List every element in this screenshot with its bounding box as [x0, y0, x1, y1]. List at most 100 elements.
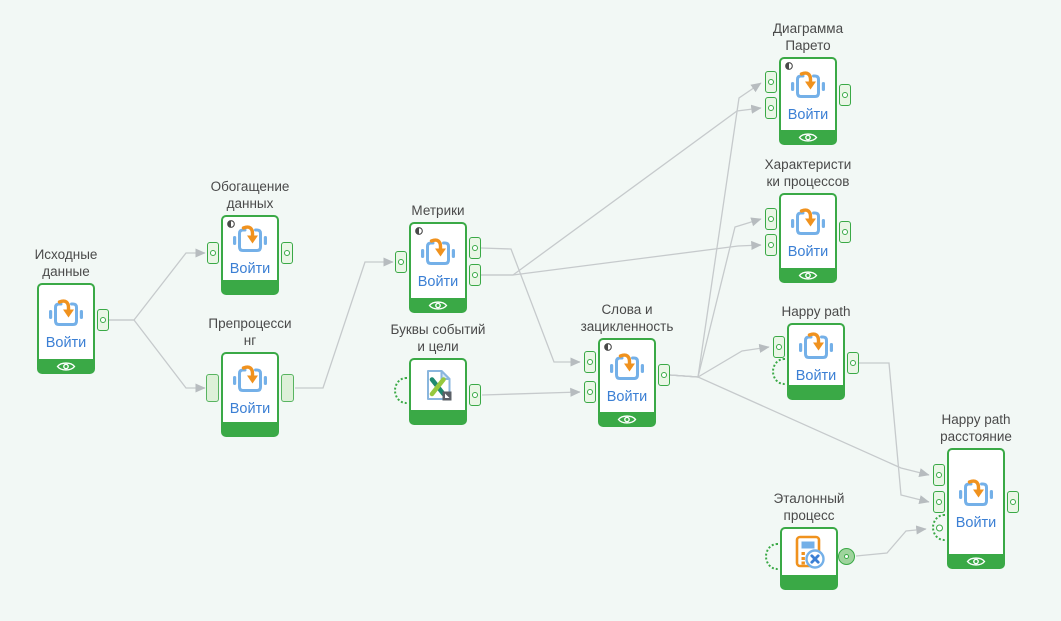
node-card[interactable]: Войти: [409, 222, 467, 313]
visibility-eye-icon[interactable]: [798, 132, 818, 143]
port-dot: [472, 392, 478, 398]
node-body: Войти: [790, 326, 842, 384]
node-footer: [410, 410, 466, 424]
node-body: [783, 530, 835, 574]
node-body: Войти: [950, 451, 1002, 553]
port-dot: [768, 79, 774, 85]
output-port[interactable]: [469, 237, 481, 259]
node-process-characteristics[interactable]: Характеристи ки процессов Войти: [765, 157, 851, 283]
node-body: Войти: [782, 196, 834, 267]
node-label: Happy path расстояние: [940, 412, 1012, 444]
port-dot: [210, 250, 216, 256]
node-action-label: Войти: [45, 334, 87, 351]
login-enter-icon: [956, 474, 996, 514]
node-card[interactable]: Войти: [37, 283, 95, 374]
node-reference-process[interactable]: Эталонный процесс: [765, 491, 855, 590]
node-event-letters[interactable]: Буквы событий и цели: [391, 322, 485, 425]
login-enter-icon: [796, 327, 836, 367]
output-port[interactable]: [839, 221, 851, 243]
dashed-arc-ring: [932, 514, 945, 541]
output-port[interactable]: [658, 364, 670, 386]
visibility-eye-icon[interactable]: [428, 300, 448, 311]
input-port[interactable]: [933, 464, 945, 486]
excel-file-icon: [418, 365, 458, 405]
dashed-arc-input-port[interactable]: [931, 513, 945, 543]
output-port[interactable]: [97, 309, 109, 331]
node-card[interactable]: Войти: [221, 352, 279, 437]
input-port[interactable]: [765, 97, 777, 119]
input-port[interactable]: [773, 336, 785, 358]
visibility-eye-icon[interactable]: [798, 270, 818, 281]
half-circle-state-icon: [604, 343, 612, 351]
edge-metrics--words-loops: [480, 247, 581, 367]
node-source-data[interactable]: Исходные данные Войти: [35, 247, 109, 374]
port-dot: [842, 229, 848, 235]
port-dot: [843, 553, 849, 559]
dashed-arc-input-port[interactable]: [771, 357, 785, 387]
node-card[interactable]: [780, 527, 838, 590]
input-port[interactable]: [933, 491, 945, 513]
input-port[interactable]: [765, 208, 777, 230]
node-card[interactable]: Войти: [598, 338, 656, 427]
input-port[interactable]: [765, 234, 777, 256]
node-label: Буквы событий и цели: [390, 322, 486, 354]
port-dot: [936, 499, 942, 505]
visibility-eye-icon[interactable]: [56, 361, 76, 372]
visibility-eye-icon[interactable]: [966, 556, 986, 567]
edge-event-letters--words-loops: [481, 387, 581, 397]
edge-happy-path--happy-path-distance: [859, 362, 930, 505]
output-port[interactable]: [469, 384, 481, 406]
dashed-arc-ring: [765, 543, 778, 570]
input-port[interactable]: [765, 71, 777, 93]
output-port[interactable]: [847, 352, 859, 374]
input-port[interactable]: [584, 351, 596, 373]
input-port[interactable]: [584, 381, 596, 403]
output-port[interactable]: [469, 264, 481, 286]
port-dot: [472, 272, 478, 278]
node-card[interactable]: Войти: [947, 448, 1005, 569]
output-port-round[interactable]: [837, 547, 855, 565]
output-port[interactable]: [281, 242, 293, 264]
output-port[interactable]: [839, 84, 851, 106]
node-card[interactable]: Войти: [779, 193, 837, 283]
input-port[interactable]: [395, 251, 407, 273]
port-dot: [661, 372, 667, 378]
visibility-eye-icon[interactable]: [617, 414, 637, 425]
node-metrics[interactable]: Метрики: [395, 203, 481, 313]
node-footer: [599, 412, 655, 426]
login-enter-icon: [788, 203, 828, 243]
node-words-loops[interactable]: Слова и зацикленность: [581, 302, 673, 427]
node-preprocessing[interactable]: Препроцесси нг Войти: [206, 316, 294, 437]
dashed-arc-ring: [772, 358, 785, 385]
output-port[interactable]: [1007, 491, 1019, 513]
port-dot: [850, 360, 856, 366]
port-dot: [768, 216, 774, 222]
edge-preprocessing--metrics: [295, 257, 394, 389]
output-port[interactable]: [281, 374, 294, 402]
dashed-arc-input-port[interactable]: [393, 376, 407, 406]
port-dot: [472, 245, 478, 251]
edge-words-loops--happy-path-distance: [669, 374, 930, 478]
node-body: [412, 361, 464, 409]
node-happy-path-distance[interactable]: Happy path расстояние Войти: [932, 412, 1019, 569]
node-pareto-diagram[interactable]: Диаграмма Парето: [765, 21, 851, 145]
input-port[interactable]: [206, 374, 219, 402]
port-dot: [100, 317, 106, 323]
node-card[interactable]: Войти: [779, 57, 837, 145]
dashed-arc-input-port[interactable]: [764, 542, 778, 572]
node-card[interactable]: Войти: [221, 215, 279, 295]
edge-words-loops--process-characteristics: [669, 217, 762, 378]
login-enter-icon: [788, 66, 828, 106]
node-action-label: Войти: [606, 388, 648, 405]
port-dot: [587, 359, 593, 365]
input-port[interactable]: [207, 242, 219, 264]
login-enter-icon: [607, 348, 647, 388]
node-label: Препроцесси нг: [208, 316, 292, 348]
login-enter-icon: [230, 360, 270, 400]
node-card[interactable]: [409, 358, 467, 425]
node-data-enrichment[interactable]: Обогащение данных: [207, 179, 293, 295]
node-happy-path[interactable]: Happy path Войти: [772, 304, 859, 400]
node-card[interactable]: Войти: [787, 323, 845, 400]
